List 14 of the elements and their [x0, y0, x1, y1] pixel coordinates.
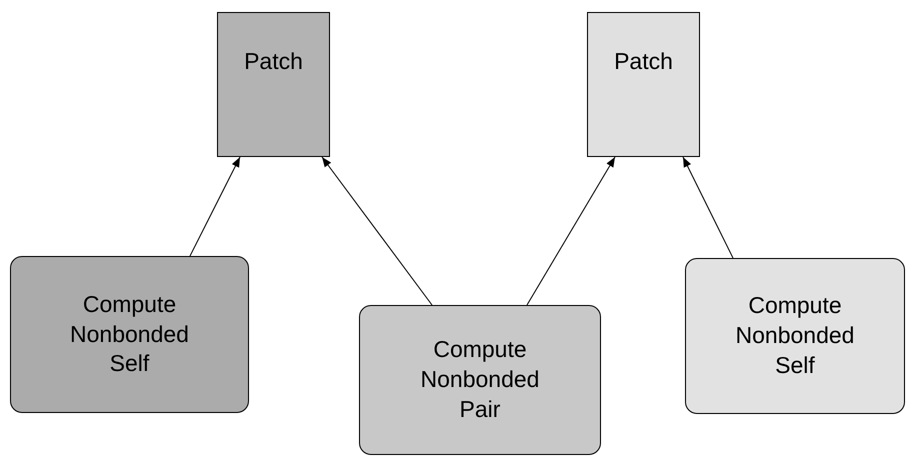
arrow — [682, 156, 734, 258]
patch-box — [587, 12, 700, 157]
arrow — [526, 156, 616, 306]
compute-box — [10, 256, 249, 413]
node-label: Compute Nonbonded Self — [734, 291, 856, 380]
compute-box — [359, 305, 601, 455]
node-label: Patch — [614, 47, 673, 76]
arrow — [322, 156, 432, 306]
arrow — [190, 156, 240, 256]
node-label: Compute Nonbonded Self — [69, 290, 190, 378]
compute-box — [685, 258, 905, 414]
node-label: Patch — [244, 47, 303, 76]
node-label: Compute Nonbonded Pair — [420, 335, 540, 424]
patch-box — [217, 12, 330, 157]
